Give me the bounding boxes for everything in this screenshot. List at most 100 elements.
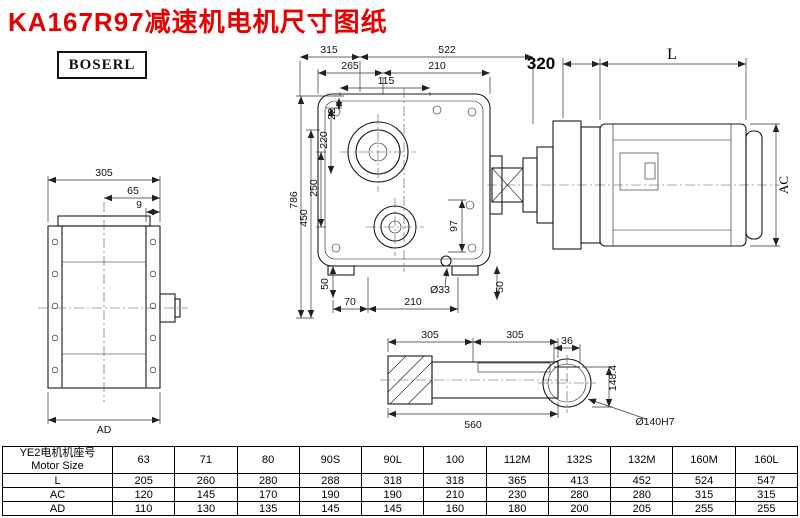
technical-drawing: 305 65 9 AD	[38, 44, 791, 436]
dim-left-250: 250	[308, 179, 320, 197]
value-cell: 160	[423, 501, 487, 517]
dim-left-220: 220	[318, 131, 330, 149]
dim-left-450: 450	[298, 209, 310, 227]
value-cell: 288	[298, 473, 363, 489]
side-dimension-lines	[296, 53, 534, 319]
motor-size-col: 100	[423, 445, 487, 475]
value-cell: 145	[298, 501, 363, 517]
value-cell: 145	[174, 487, 238, 503]
dim-bottom-70: 70	[344, 296, 356, 308]
dim-front-width: 305	[95, 167, 113, 179]
value-cell: 170	[236, 487, 300, 503]
front-view: 305 65 9 AD	[38, 167, 188, 436]
dim-top-115: 115	[378, 75, 395, 87]
table-header-en: Motor Size	[31, 460, 84, 473]
front-dimension-lines	[47, 176, 161, 424]
value-cell: 130	[174, 501, 238, 517]
motor-size-table: YE2电机机座号 Motor Size 63 71 80 90S 90L 100…	[2, 445, 799, 517]
dim-motor-AC: AC	[776, 176, 791, 194]
value-cell: 280	[547, 487, 612, 503]
value-cell: 318	[361, 473, 425, 489]
value-cell: 255	[734, 501, 799, 517]
motor-size-col: 90L	[361, 445, 425, 475]
value-cell: 110	[111, 501, 176, 517]
value-cell: 413	[547, 473, 612, 489]
value-cell: 318	[423, 473, 487, 489]
dim-left-22: 22	[326, 108, 338, 120]
table-corner-cell: YE2电机机座号 Motor Size	[2, 445, 113, 475]
value-cell: 280	[236, 473, 300, 489]
value-cell: 315	[672, 487, 736, 503]
dim-inner-97: 97	[448, 220, 460, 232]
dim-key-width: 36	[561, 335, 573, 347]
value-cell: 205	[610, 501, 674, 517]
value-cell: 205	[111, 473, 176, 489]
row-label: L	[2, 473, 113, 489]
value-cell: 200	[547, 501, 612, 517]
dim-shaft-305-right: 305	[506, 329, 524, 341]
section-view: 36 148.4 Ø140H7	[538, 335, 675, 428]
row-label: AD	[2, 501, 113, 517]
section-dimension-lines	[553, 344, 647, 420]
fan-cover	[745, 130, 763, 240]
dim-motor-L: L	[667, 46, 677, 63]
motor-size-col: 160L	[734, 445, 799, 475]
table-header-row: YE2电机机座号 Motor Size 63 71 80 90S 90L 100…	[2, 445, 799, 475]
dim-top-522: 522	[438, 44, 456, 56]
motor-size-col: 71	[174, 445, 238, 475]
value-cell: 230	[485, 487, 549, 503]
table-row-AC: AC 120 145 170 190 190 210 230 280 280 3…	[2, 487, 799, 503]
value-cell: 547	[734, 473, 799, 489]
dim-front-9: 9	[136, 199, 142, 211]
motor-size-col: 63	[111, 445, 176, 475]
dim-bottom-hole: Ø33	[430, 284, 450, 296]
motor-size-col: 80	[236, 445, 300, 475]
bottom-hole	[440, 255, 452, 267]
dim-top-210: 210	[428, 60, 446, 72]
value-cell: 210	[423, 487, 487, 503]
page-title: KA167R97减速机电机尺寸图纸	[8, 7, 388, 37]
value-cell: 524	[672, 473, 736, 489]
motor-nameplate	[619, 152, 659, 191]
table-header-cn: YE2电机机座号	[19, 447, 96, 459]
value-cell: 190	[361, 487, 425, 503]
dim-bottom-50-left: 50	[319, 278, 331, 290]
value-cell: 452	[610, 473, 674, 489]
motor-size-col: 112M	[485, 445, 549, 475]
value-cell: 315	[734, 487, 799, 503]
shaft-view: 305 305 560	[380, 329, 568, 431]
dim-front-ad: AD	[97, 424, 112, 436]
shaft-keyway	[477, 362, 551, 373]
value-cell: 135	[236, 501, 300, 517]
table-row-AD: AD 110 130 135 145 145 160 180 200 205 2…	[2, 501, 799, 517]
motor-size-col: 132M	[610, 445, 674, 475]
value-cell: 365	[485, 473, 549, 489]
side-view: 315 522 265 210 115 786 450 250 220 22 9…	[288, 44, 534, 319]
value-cell: 120	[111, 487, 176, 503]
dim-left-786: 786	[288, 191, 300, 209]
motor-size-col: 90S	[298, 445, 363, 475]
brand-logo: BOSERL	[57, 51, 147, 79]
row-label: AC	[2, 487, 113, 503]
value-cell: 280	[610, 487, 674, 503]
dim-top-265: 265	[341, 60, 359, 72]
dim-bore: Ø140H7	[635, 416, 674, 428]
motor-view: 320 L AC	[487, 46, 791, 250]
value-cell: 255	[672, 501, 736, 517]
dim-key-height: 148.4	[607, 365, 619, 391]
table-row-L: L 205 260 280 288 318 318 365 413 452 52…	[2, 473, 799, 489]
value-cell: 145	[361, 501, 425, 517]
value-cell: 260	[174, 473, 238, 489]
dim-bottom-210: 210	[404, 296, 422, 308]
motor-size-col: 132S	[547, 445, 612, 475]
dim-motor-320: 320	[527, 54, 555, 73]
value-cell: 180	[485, 501, 549, 517]
motor-dimension-lines	[562, 58, 780, 247]
dim-shaft-305-left: 305	[421, 329, 439, 341]
shaft-dimension-lines	[387, 338, 559, 418]
dim-front-65: 65	[127, 185, 139, 197]
dim-shaft-560: 560	[464, 419, 482, 431]
motor-size-col: 160M	[672, 445, 736, 475]
dim-bottom-50-right: 50	[494, 281, 506, 293]
